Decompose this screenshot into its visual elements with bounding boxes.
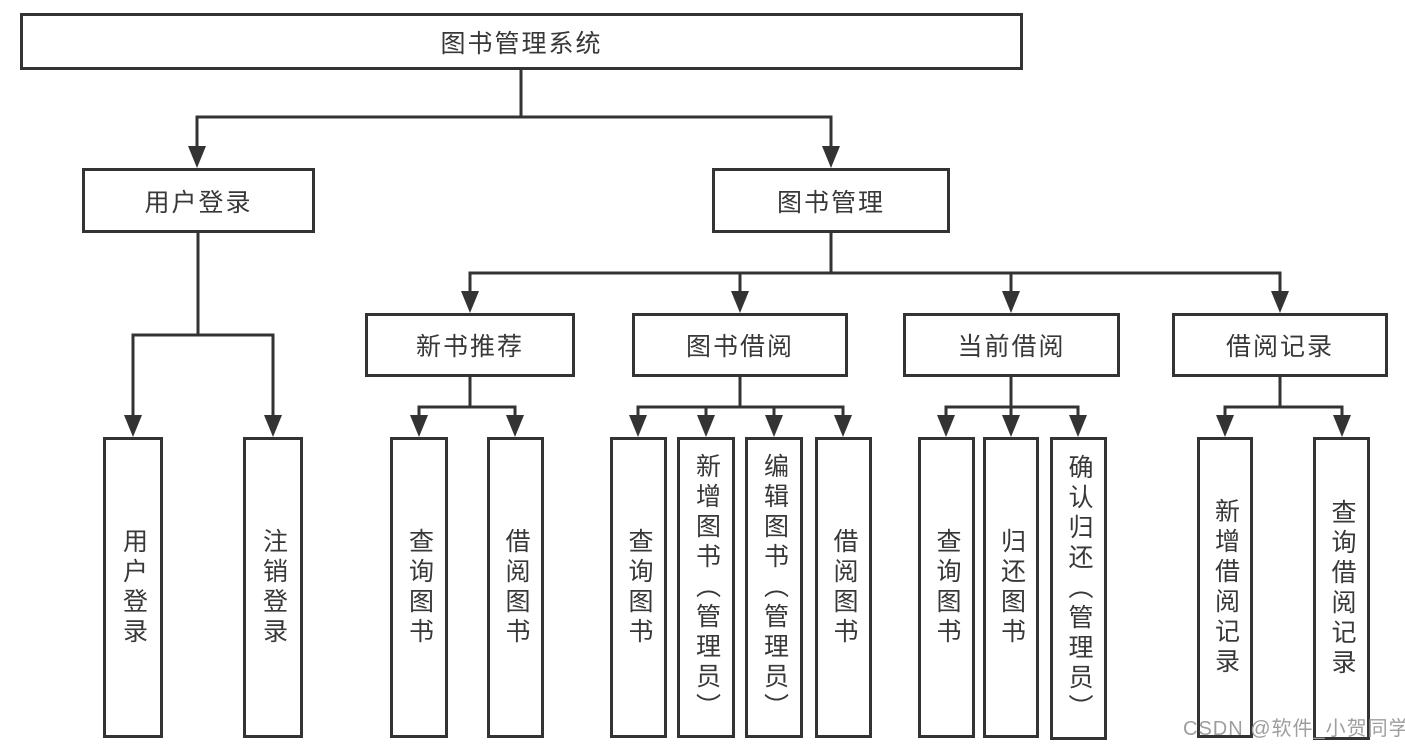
line bbox=[195, 70, 833, 150]
arrow-down-icon bbox=[264, 415, 282, 437]
leaf-borrow-borrow-books: 借阅图书 bbox=[815, 437, 872, 738]
arrow-down-icon bbox=[410, 415, 428, 437]
connector-root-to-level2 bbox=[188, 70, 840, 168]
line bbox=[417, 377, 517, 419]
connector-borrow-to-leaves bbox=[629, 377, 852, 437]
arrow-down-icon bbox=[1271, 291, 1289, 313]
connector-user-login-to-leaves bbox=[124, 233, 282, 437]
leaf-borrow-add-books-admin: 新增图书（管理员） bbox=[677, 437, 735, 738]
leaf-borrow-query-books: 查询图书 bbox=[610, 437, 667, 738]
leaf-records-add-record: 新增借阅记录 bbox=[1197, 437, 1253, 738]
arrow-down-icon bbox=[1002, 291, 1020, 313]
arrow-down-icon bbox=[697, 415, 715, 437]
node-borrow-records: 借阅记录 bbox=[1172, 313, 1388, 377]
leaf-borrow-edit-books-admin: 编辑图书（管理员） bbox=[745, 437, 803, 738]
line bbox=[1223, 377, 1344, 419]
line bbox=[131, 233, 275, 419]
node-root: 图书管理系统 bbox=[20, 13, 1023, 70]
arrow-down-icon bbox=[765, 415, 783, 437]
node-current-borrow: 当前借阅 bbox=[903, 313, 1120, 377]
connector-new-rec-to-leaves bbox=[410, 377, 524, 437]
arrow-down-icon bbox=[1069, 415, 1087, 437]
leaf-logout: 注销登录 bbox=[243, 437, 303, 738]
arrow-down-icon bbox=[506, 415, 524, 437]
leaf-current-query-books: 查询图书 bbox=[918, 437, 975, 738]
leaf-recommend-query-books: 查询图书 bbox=[390, 437, 448, 738]
node-book-borrow: 图书借阅 bbox=[632, 313, 848, 377]
connector-current-to-leaves bbox=[937, 377, 1087, 437]
line bbox=[944, 377, 1080, 419]
arrow-down-icon bbox=[731, 291, 749, 313]
arrow-down-icon bbox=[1216, 415, 1234, 437]
node-new-book-recommend: 新书推荐 bbox=[365, 313, 575, 377]
leaf-recommend-borrow-books: 借阅图书 bbox=[487, 437, 544, 738]
arrow-down-icon bbox=[937, 415, 955, 437]
arrow-down-icon bbox=[124, 415, 142, 437]
line bbox=[636, 377, 845, 419]
arrow-down-icon bbox=[461, 291, 479, 313]
leaf-user-login: 用户登录 bbox=[103, 437, 163, 738]
node-book-management: 图书管理 bbox=[712, 168, 950, 233]
connector-records-to-leaves bbox=[1216, 377, 1351, 437]
arrow-down-icon bbox=[1002, 415, 1020, 437]
leaf-current-return-books: 归还图书 bbox=[983, 437, 1039, 738]
arrow-down-icon bbox=[629, 415, 647, 437]
arrow-down-icon bbox=[1333, 415, 1351, 437]
leaf-current-confirm-return-admin: 确认归还（管理员） bbox=[1050, 437, 1107, 740]
arrow-down-icon bbox=[822, 146, 840, 168]
csdn-watermark: CSDN @软件_小贺同学 bbox=[1183, 718, 1405, 740]
node-user-login: 用户登录 bbox=[82, 168, 315, 233]
arrow-down-icon bbox=[834, 415, 852, 437]
arrow-down-icon bbox=[188, 146, 206, 168]
connector-book-mgmt-to-level3 bbox=[461, 233, 1289, 313]
leaf-records-query-record: 查询借阅记录 bbox=[1313, 437, 1370, 740]
line bbox=[468, 233, 1282, 295]
